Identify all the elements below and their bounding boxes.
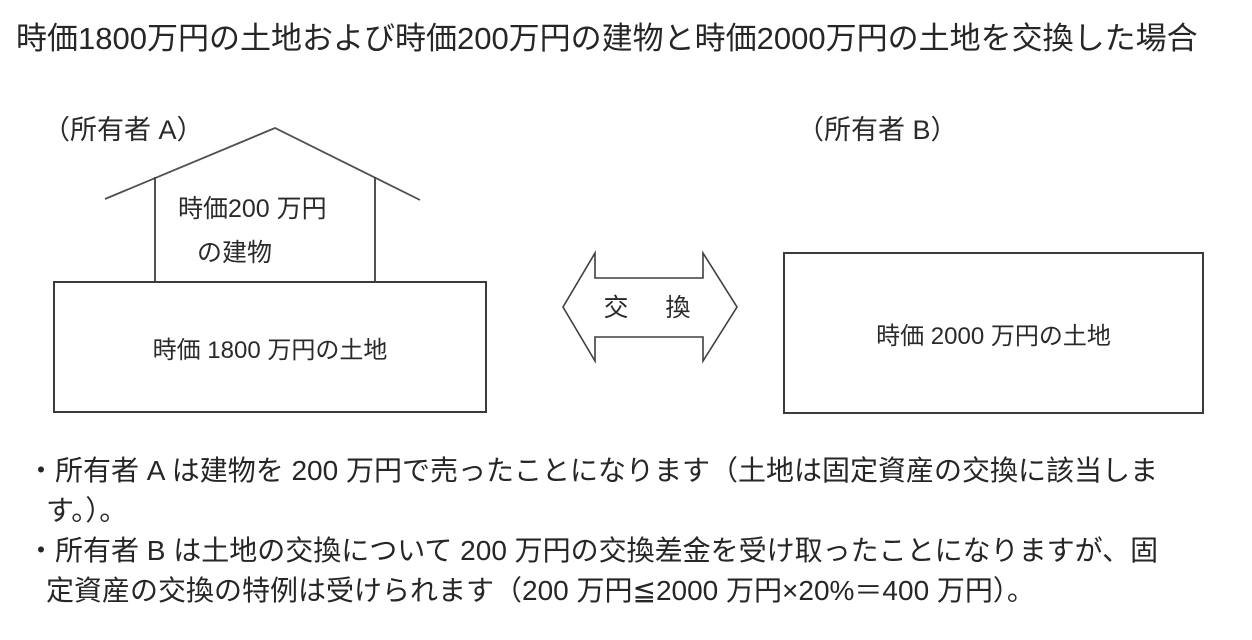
exchange-label: 交 換 — [603, 294, 697, 322]
note-a-line1: ・所有者 A は建物を 200 万円で売ったことになります（土地は固定資産の交換… — [27, 455, 1158, 486]
building-label-line2: の建物 — [197, 239, 273, 267]
building-label-line1: 時価200 万円 — [178, 195, 327, 223]
land-a-box: 時価 1800 万円の土地 — [53, 281, 487, 413]
note-a-line2: す。）。 — [46, 495, 128, 526]
land-b-box: 時価 2000 万円の土地 — [783, 252, 1204, 414]
note-b-line2: 定資産の交換の特例は受けられます（200 万円≦2000 万円×20%＝400 … — [46, 575, 1035, 606]
page-title: 時価1800万円の土地および時価200万円の建物と時価2000万円の土地を交換し… — [16, 21, 1198, 56]
notes-section: ・所有者 A は建物を 200 万円で売ったことになります（土地は固定資産の交換… — [0, 451, 1244, 611]
land-b-label: 時価 2000 万円の土地 — [876, 322, 1111, 350]
owner-a-label: （所有者 A） — [43, 115, 204, 145]
land-a-label: 時価 1800 万円の土地 — [152, 336, 388, 364]
owner-b-label: （所有者 B） — [797, 115, 958, 145]
note-b-line1: ・所有者 B は土地の交換について 200 万円の交換差金を受け取ったことになり… — [27, 535, 1159, 566]
building-label: 時価200 万円 の建物 — [178, 187, 327, 275]
